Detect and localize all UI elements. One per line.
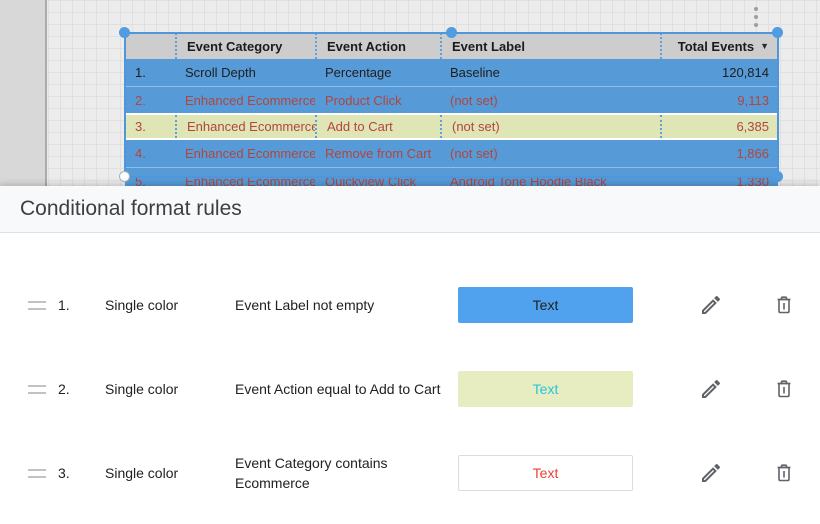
delete-rule-button[interactable]: [772, 293, 796, 317]
format-rule-row: 3. Single color Event Category contains …: [0, 431, 820, 515]
rule-number: 3.: [58, 465, 70, 481]
cell-total-events: 6,385: [660, 115, 778, 138]
cell-event-label: (not set): [450, 92, 498, 108]
cell-event-action: Remove from Cart: [325, 146, 432, 161]
row-number: 2.: [135, 92, 146, 108]
row-number: 5.: [135, 173, 146, 187]
pencil-icon: [702, 296, 721, 314]
rule-number: 2.: [58, 381, 70, 397]
table-header-total-events-label: Total Events: [677, 38, 755, 54]
cell-event-action: Product Click: [325, 92, 402, 108]
conditional-format-panel: Conditional format rules 1. Single color…: [0, 186, 820, 524]
row-number: 4.: [135, 146, 146, 161]
table-header-event-action[interactable]: Event Action: [315, 33, 440, 59]
left-panel-edge: [0, 0, 47, 186]
rules-list: 1. Single color Event Label not empty Te…: [0, 233, 820, 515]
edit-rule-button[interactable]: [699, 377, 723, 401]
sort-desc-icon: ▼: [760, 41, 769, 51]
report-canvas[interactable]: Event Category Event Action Event Label …: [0, 0, 820, 186]
cell-event-category: Enhanced Ecommerce: [185, 146, 315, 161]
format-rule-row: 2. Single color Event Action equal to Ad…: [0, 347, 820, 431]
cell-event-category: Enhanced Ecommerce: [185, 173, 315, 187]
data-table[interactable]: Event Category Event Action Event Label …: [125, 33, 778, 186]
table-row: 5. Enhanced Ecommerce Quickview Click An…: [125, 167, 778, 186]
drag-handle-icon[interactable]: [28, 384, 46, 394]
rule-type: Single color: [105, 297, 179, 313]
rule-color-swatch[interactable]: Text: [458, 371, 633, 407]
table-header-event-category[interactable]: Event Category: [175, 33, 315, 59]
selection-handle[interactable]: [772, 27, 783, 38]
table-header-total-events[interactable]: Total Events ▼: [660, 33, 778, 59]
trash-icon: [777, 296, 791, 314]
panel-header: Conditional format rules: [0, 186, 820, 233]
edit-rule-button[interactable]: [699, 293, 723, 317]
trash-icon: [777, 464, 791, 482]
row-number: 3.: [135, 119, 146, 134]
cell-event-label: Android Tone Hoodie Black: [450, 173, 607, 187]
drag-handle-icon[interactable]: [28, 468, 46, 478]
rule-condition: Event Category contains Ecommerce: [235, 455, 388, 491]
cell-event-action: Percentage: [325, 65, 392, 80]
cell-total-events: 120,814: [722, 65, 769, 80]
table-row: 1. Scroll Depth Percentage Baseline 120,…: [125, 59, 778, 86]
rule-type: Single color: [105, 465, 179, 481]
pencil-icon: [702, 464, 721, 482]
panel-title: Conditional format rules: [20, 197, 242, 220]
rule-color-swatch[interactable]: Text: [458, 287, 633, 323]
delete-rule-button[interactable]: [772, 377, 796, 401]
rule-number: 1.: [58, 297, 70, 313]
table-row: 3. Enhanced Ecommerce Add to Cart (not s…: [125, 113, 778, 140]
cell-total-events: 1,866: [736, 146, 769, 161]
rule-color-swatch[interactable]: Text: [458, 455, 633, 491]
selection-handle[interactable]: [119, 27, 130, 38]
trash-icon: [777, 380, 791, 398]
cell-event-action: Add to Cart: [315, 115, 440, 138]
table-header-rownum: [125, 33, 175, 59]
cell-total-events: 1,330: [736, 173, 769, 187]
selection-handle[interactable]: [119, 171, 130, 182]
cell-event-category: Enhanced Ecommerce: [185, 92, 315, 108]
cell-event-label: (not set): [440, 115, 660, 138]
selection-handle[interactable]: [772, 171, 783, 182]
table-row: 4. Enhanced Ecommerce Remove from Cart (…: [125, 140, 778, 167]
cell-total-events: 9,113: [737, 92, 769, 108]
cell-event-action: Quickview Click: [325, 173, 417, 187]
row-number: 1.: [135, 65, 146, 80]
rule-condition: Event Action equal to Add to Cart: [235, 381, 441, 397]
edit-rule-button[interactable]: [699, 461, 723, 485]
delete-rule-button[interactable]: [772, 461, 796, 485]
rule-condition: Event Label not empty: [235, 297, 375, 313]
selection-handle[interactable]: [446, 27, 457, 38]
table-row: 2. Enhanced Ecommerce Product Click (not…: [125, 86, 778, 113]
cell-event-label: Baseline: [450, 65, 500, 80]
kebab-menu-icon[interactable]: [749, 5, 763, 29]
format-rule-row: 1. Single color Event Label not empty Te…: [0, 263, 820, 347]
drag-handle-icon[interactable]: [28, 300, 46, 310]
table-header-event-label[interactable]: Event Label: [440, 33, 660, 59]
cell-event-category: Enhanced Ecommerce: [175, 115, 315, 138]
rule-type: Single color: [105, 381, 179, 397]
pencil-icon: [702, 380, 721, 398]
cell-event-category: Scroll Depth: [185, 65, 256, 80]
cell-event-label: (not set): [450, 146, 498, 161]
